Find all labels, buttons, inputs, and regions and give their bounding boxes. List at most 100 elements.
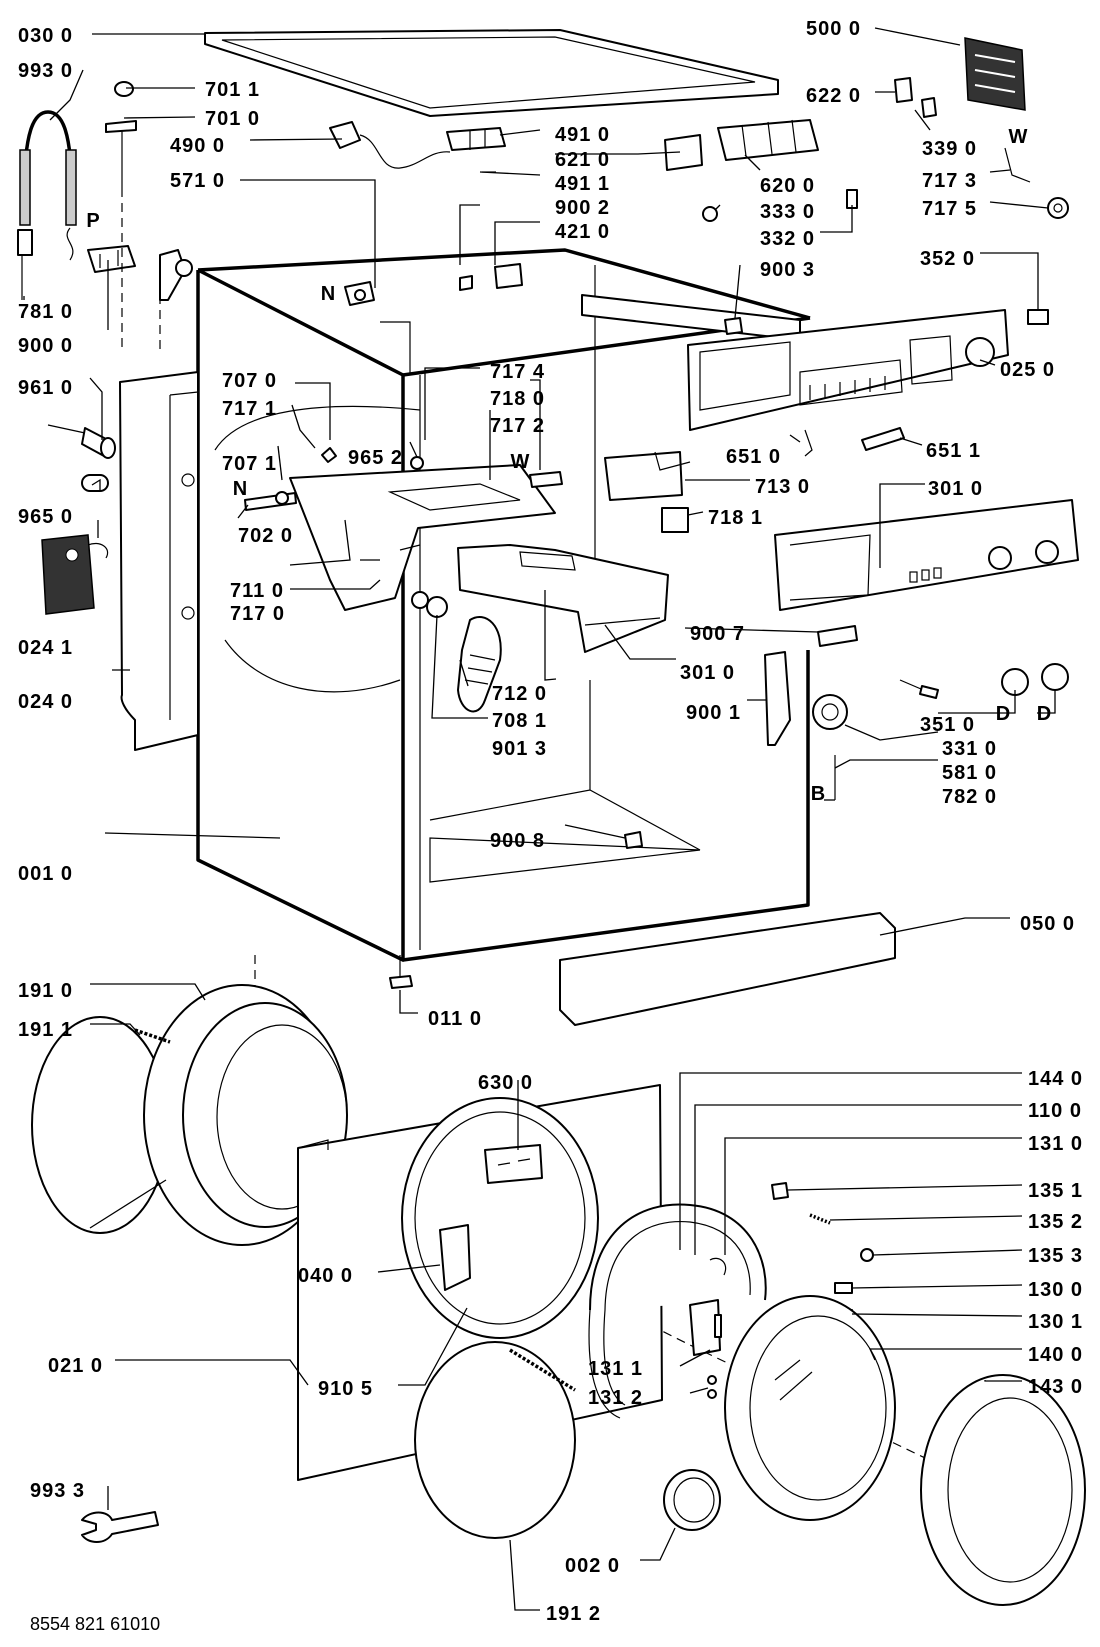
foot-011-0: [389, 955, 413, 989]
callout-621-0: 621 0: [555, 149, 610, 171]
callout-910-5: 910 5: [318, 1378, 373, 1400]
callout-140-0: 140 0: [1028, 1344, 1083, 1366]
callout-144-0: 144 0: [1028, 1068, 1083, 1090]
part-622-0: [894, 77, 937, 118]
callout-421-0: 421 0: [555, 221, 610, 243]
callout-002-0: 002 0: [565, 1555, 620, 1577]
panel-frame-025-0: [687, 309, 1009, 431]
callout-332-0: 332 0: [760, 228, 815, 250]
callout-965-0: 965 0: [18, 506, 73, 528]
marker-D-1: D: [996, 703, 1010, 725]
drain-hose-993-0: [17, 110, 77, 300]
parts-651: [804, 427, 905, 457]
side-panel-024-0: [119, 371, 199, 751]
callout-707-1: 707 1: [222, 453, 277, 475]
callout-717-3: 717 3: [922, 170, 977, 192]
leader-lines: [23, 27, 1056, 1611]
callout-900-3: 900 3: [760, 259, 815, 281]
detergent-drawer-301-0: [457, 544, 669, 653]
door-handle-040-0: [439, 1224, 471, 1291]
part-961-0: [47, 424, 116, 459]
callout-500-0: 500 0: [806, 18, 861, 40]
callout-110-0: 110 0: [1028, 1100, 1082, 1122]
callout-965-2: 965 2: [348, 447, 403, 469]
part-900-7: [817, 625, 858, 647]
marker-W-717: W: [1009, 126, 1028, 148]
callout-labels: 030 0 993 0 701 1 701 0 490 0 571 0 781 …: [18, 18, 1083, 1625]
callout-191-1: 191 1: [18, 1019, 73, 1041]
callout-331-0: 331 0: [942, 738, 997, 760]
callout-717-5: 717 5: [922, 198, 977, 220]
marker-W-dispenser: W: [511, 451, 530, 473]
callout-490-0: 490 0: [170, 135, 225, 157]
callout-712-0: 712 0: [492, 683, 547, 705]
callout-701-0: 701 0: [205, 108, 260, 130]
callout-900-7: 900 7: [690, 623, 745, 645]
callout-571-0: 571 0: [170, 170, 225, 192]
callout-781-0: 781 0: [18, 301, 73, 323]
callout-782-0: 782 0: [942, 786, 997, 808]
callout-630-0: 630 0: [478, 1072, 533, 1094]
part-718-1: [661, 507, 689, 533]
module-500-0: [964, 37, 1026, 111]
knob-cap-002-0: [663, 1469, 721, 1531]
wrench-tool-993-3: [81, 1511, 159, 1543]
door-glass-191-2: [414, 1341, 576, 1539]
parts-333-332: [702, 189, 858, 222]
callout-024-0: 024 0: [18, 691, 73, 713]
control-fascia-301-0: [774, 499, 1079, 611]
callout-718-0: 718 0: [490, 388, 545, 410]
callout-135-1: 135 1: [1028, 1180, 1083, 1202]
callout-050-0: 050 0: [1020, 913, 1075, 935]
part-352-0: [1027, 309, 1049, 325]
bellows-hose-708-1: [426, 596, 502, 713]
top-lid-030-0: [204, 29, 779, 117]
part-024-1: [41, 534, 109, 615]
callout-622-0: 622 0: [806, 85, 861, 107]
callout-131-1: 131 1: [588, 1358, 643, 1380]
callout-301-0b: 301 0: [680, 662, 735, 684]
callout-961-0: 961 0: [18, 377, 73, 399]
callout-993-3: 993 3: [30, 1480, 85, 1502]
callout-900-2: 900 2: [555, 197, 610, 219]
part-713-0: [604, 451, 691, 501]
marker-P: P: [86, 210, 99, 232]
part-581-0: [812, 694, 848, 730]
callout-651-1: 651 1: [926, 440, 981, 462]
callout-130-1: 130 1: [1028, 1311, 1083, 1333]
callout-351-0: 351 0: [920, 714, 975, 736]
callout-717-0: 717 0: [230, 603, 285, 625]
callout-651-0: 651 0: [726, 446, 781, 468]
kickplate-050-0: [559, 912, 896, 1026]
door-hinge-131-0: [689, 1257, 727, 1399]
marker-N-707: N: [233, 478, 247, 500]
valve-parts-707-717: [244, 447, 563, 511]
door-bowl-143-0: [920, 1374, 1086, 1606]
callout-707-0: 707 0: [222, 370, 277, 392]
callout-352-0: 352 0: [920, 248, 975, 270]
door-ring-140-0: [724, 1295, 896, 1521]
door-frame-144-110: [588, 1203, 767, 1419]
callout-620-0: 620 0: [760, 175, 815, 197]
callout-333-0: 333 0: [760, 201, 815, 223]
callout-901-3: 901 3: [492, 738, 547, 760]
callout-702-0: 702 0: [238, 525, 293, 547]
callout-491-1: 491 1: [555, 173, 610, 195]
detergent-dispenser-711-0: [289, 464, 556, 611]
callout-030-0: 030 0: [18, 25, 73, 47]
relays-620-621: [664, 119, 819, 171]
callout-708-1: 708 1: [492, 710, 547, 732]
callout-135-3: 135 3: [1028, 1245, 1083, 1267]
callout-701-1: 701 1: [205, 79, 260, 101]
callout-130-0: 130 0: [1028, 1279, 1083, 1301]
parts-717-3-5: [1004, 147, 1069, 219]
callout-011-0: 011 0: [428, 1008, 482, 1030]
marker-D-2: D: [1037, 703, 1051, 725]
callout-900-1: 900 1: [686, 702, 741, 724]
part-900-3: [724, 317, 743, 335]
callout-131-0: 131 0: [1028, 1133, 1083, 1155]
callout-339-0: 339 0: [922, 138, 977, 160]
callout-718-1: 718 1: [708, 507, 763, 529]
callout-001-0: 001 0: [18, 863, 73, 885]
